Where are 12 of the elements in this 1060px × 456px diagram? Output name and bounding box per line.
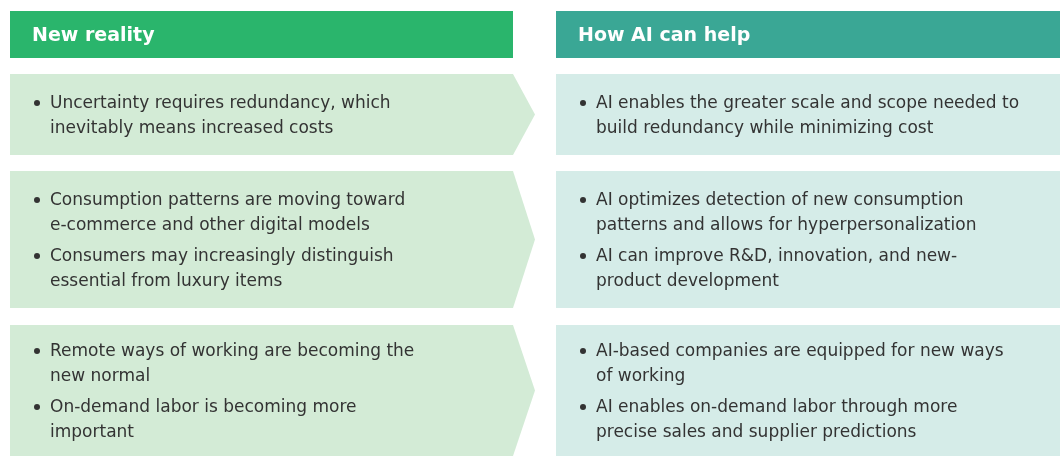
bullet-text: AI optimizes detection of new consumption patterns and allows for hyperpersonalization xyxy=(596,188,977,234)
column-header: How AI can help xyxy=(556,11,1060,58)
bullet-text: Consumers may increasingly distinguish essential from luxury items xyxy=(50,244,394,290)
bullet-text: Uncertainty requires redundancy, which inevitably means increased costs xyxy=(50,91,391,137)
bullet-text: AI enables the greater scale and scope needed to build redundancy while minimizing cost xyxy=(596,91,1020,137)
bullet-text: On-demand labor is becoming more important xyxy=(50,395,357,441)
column-header: New reality xyxy=(10,11,513,58)
bullet-text: AI enables on-demand labor through more precise sales and supplier predictions xyxy=(596,395,958,441)
bullet-text: Remote ways of working are becoming the new normal xyxy=(50,339,415,385)
bullet-text: Consumption patterns are moving toward e-commerce and other digital models xyxy=(50,188,406,234)
bullet-text: AI can improve R&D, innovation, and new-product development xyxy=(596,244,958,290)
bullet-text: AI-based companies are equipped for new ways of working xyxy=(596,339,1004,385)
